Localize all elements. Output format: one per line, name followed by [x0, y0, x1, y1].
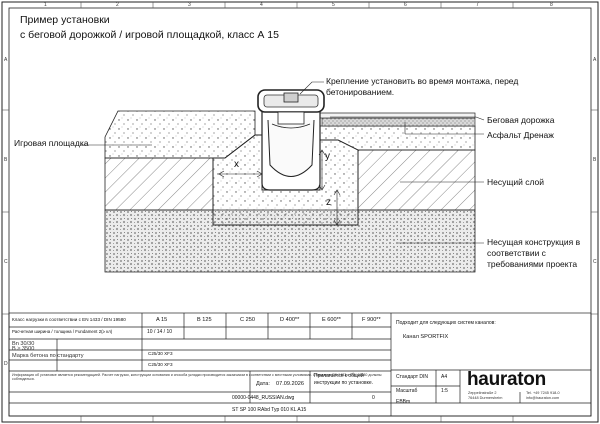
playground-label: Игровая площадка — [14, 138, 89, 148]
frame-number-6: 6 — [404, 2, 407, 8]
row2-label: Расчетная ширина / толщина / Fundament 2… — [12, 329, 113, 334]
dimension-x: x — [234, 159, 239, 170]
structure-label-line1: Несущая конструкция в — [487, 237, 581, 247]
class-c250: C 250 — [240, 317, 255, 323]
date-label: Дата: — [256, 381, 270, 387]
row3-label-b: B ≥ 3500 — [12, 346, 35, 352]
playground-surface — [104, 110, 256, 159]
frame-letter-d: D — [4, 361, 8, 367]
frame-letter-c: C — [4, 259, 8, 265]
base-layer-left — [104, 157, 214, 211]
frame-letter-a: A — [4, 57, 8, 63]
running-track-label: Беговая дорожка — [487, 115, 555, 125]
frame-number-5: 5 — [332, 2, 335, 8]
hauraton-logo: hauraton — [467, 369, 546, 390]
frame-letter-b: B — [4, 157, 8, 163]
concrete-value-2: C25/30 XF3 — [148, 362, 173, 367]
note-line2: бетонированием. — [326, 87, 395, 97]
row3-label-a: Bn 30/30 — [12, 341, 35, 347]
drawing-number: 00000-0448_RUSSIAN.dwg — [232, 395, 295, 401]
contact-line2: 76448 Durmersheim — [468, 396, 503, 400]
contact-line3: Tel. +49 7245 918-0 — [526, 391, 560, 395]
asphalt-layer — [321, 117, 476, 127]
channel-inner — [267, 119, 315, 177]
product-code: ST SP 100 RAbd Typ 010 KL A15 — [232, 407, 307, 413]
row4-label: Марка бетона по стандарту — [12, 353, 84, 359]
class-b125: B 125 — [197, 317, 212, 323]
frame-number-8: 8 — [550, 2, 553, 8]
base-layer-label: Несущий слой — [487, 177, 544, 187]
standard-label: Стандарт DIN — [396, 374, 429, 380]
disclaimer-text: Информация об установке является рекомен… — [12, 373, 382, 382]
note-line1: Крепление установить во время монтажа, п… — [326, 76, 519, 86]
frame-letter-b-right: B — [593, 157, 597, 163]
scale-label: Масштаб — [396, 388, 418, 394]
contact-line4: info@hauraton.com — [526, 396, 560, 400]
frame-number-2: 2 — [116, 2, 119, 8]
dimension-lines — [218, 149, 341, 226]
standard-value: A4 — [441, 374, 448, 380]
leader-lines — [80, 81, 485, 244]
drawing-title-line2: с беговой дорожкой / игровой площадкой, … — [20, 29, 279, 41]
scale-value: 1:5 — [441, 388, 448, 394]
class-a15: A 15 — [156, 317, 168, 323]
frame-number-1: 1 — [44, 2, 47, 8]
frame-number-4: 4 — [260, 2, 263, 8]
dimension-y: y — [325, 151, 330, 162]
concrete-value-1: C25/30 XF3 — [148, 351, 173, 356]
frame-letter-a-right: A — [593, 57, 597, 63]
frame-letter-c-right: C — [593, 259, 597, 265]
suitable-for-label: Подходит для следующих систем каналов: — [396, 320, 496, 326]
dimension-z: z — [326, 197, 331, 208]
class-d400: D 400** — [280, 317, 300, 323]
load-class-label: Класс нагрузки в соответствии с EN 1433 … — [12, 317, 126, 322]
structure-label-line2: соответствии с — [487, 248, 546, 258]
description-line1: Прилагается к общей — [314, 373, 364, 379]
class-e600: E 600** — [322, 317, 341, 323]
revision-number: 0 — [372, 395, 375, 401]
frame-number-3: 3 — [188, 2, 191, 8]
row2-value: 10 / 14 / 10 — [147, 329, 173, 335]
base-layer-right — [357, 149, 476, 211]
contact-line1: Zeppelinstraße 2 — [468, 391, 497, 395]
channel-name: Канал SPORTFIX — [403, 334, 449, 340]
drawing-title-line1: Пример установки — [20, 14, 110, 26]
title-block-lines — [8, 312, 592, 417]
class-f900: F 900** — [362, 317, 381, 323]
date-value: 07.09.2026 — [276, 381, 304, 387]
structure-label-line3: требованиями проекта — [487, 259, 578, 269]
asphalt-label: Асфальт Дренаж — [487, 130, 554, 140]
frame-number-7: 7 — [476, 2, 479, 8]
sheet-label: EBBm — [396, 399, 411, 405]
description-line2: инструкции по установке. — [314, 380, 374, 386]
